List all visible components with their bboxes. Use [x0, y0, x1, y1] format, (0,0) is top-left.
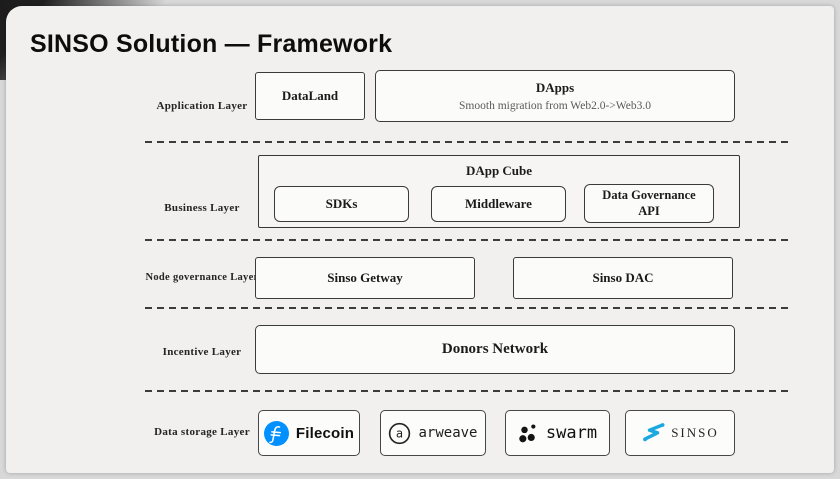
- layer-label-application: Application Layer: [156, 100, 248, 112]
- separator-dashed-1: [145, 141, 790, 143]
- layer-label-incentive: Incentive Layer: [162, 346, 242, 358]
- box-dapps-subtitle: Smooth migration from Web2.0->Web3.0: [459, 99, 651, 112]
- layer-label-business: Business Layer: [164, 202, 240, 214]
- box-donors-network: Donors Network: [255, 325, 735, 374]
- slide-title: SINSO Solution — Framework: [30, 30, 393, 58]
- layer-label-data-storage: Data storage Layer: [154, 426, 250, 438]
- separator-dashed-4: [145, 390, 790, 392]
- box-sinso: SINSO: [625, 410, 735, 456]
- box-sinso-getway-title: Sinso Getway: [327, 269, 403, 285]
- box-donors-network-title: Donors Network: [441, 341, 549, 358]
- box-dapps-title: DApps: [535, 80, 575, 96]
- arweave-icon: a: [388, 422, 411, 445]
- separator-dashed-3: [145, 307, 790, 309]
- box-arweave: a arweave: [380, 410, 486, 456]
- arweave-label: arweave: [418, 425, 478, 441]
- sinso-icon: [641, 422, 667, 444]
- box-sdks: SDKs: [274, 186, 409, 222]
- filecoin-icon: [263, 420, 289, 446]
- swarm-icon: [518, 423, 539, 444]
- group-dapp-cube-title: DApp Cube: [465, 163, 533, 178]
- svg-text:a: a: [396, 426, 403, 440]
- box-middleware-title: Middleware: [465, 195, 532, 211]
- box-filecoin: Filecoin: [258, 410, 360, 456]
- sinso-label: SINSO: [671, 425, 719, 440]
- box-data-governance-api: Data Governance API: [584, 184, 714, 223]
- swarm-label: swarm: [545, 423, 598, 443]
- box-dapps: DApps Smooth migration from Web2.0->Web3…: [375, 70, 735, 122]
- box-swarm: swarm: [505, 410, 610, 456]
- slide-canvas: SINSO Solution — Framework Application L…: [6, 6, 834, 473]
- box-sdks-title: SDKs: [325, 195, 358, 211]
- box-dataland-title: DataLand: [281, 87, 339, 103]
- box-dataland: DataLand: [255, 72, 365, 120]
- filecoin-label: Filecoin: [295, 424, 355, 442]
- box-data-governance-api-title: Data Governance API: [602, 187, 696, 218]
- box-sinso-getway: Sinso Getway: [255, 257, 475, 299]
- box-sinso-dac-title: Sinso DAC: [592, 269, 654, 285]
- box-sinso-dac: Sinso DAC: [513, 257, 733, 299]
- layer-label-node-governance: Node governance Layer: [145, 272, 259, 283]
- separator-dashed-2: [145, 239, 790, 241]
- box-middleware: Middleware: [431, 186, 566, 222]
- group-dapp-cube: DApp Cube SDKs Middleware Data Governanc…: [258, 155, 740, 228]
